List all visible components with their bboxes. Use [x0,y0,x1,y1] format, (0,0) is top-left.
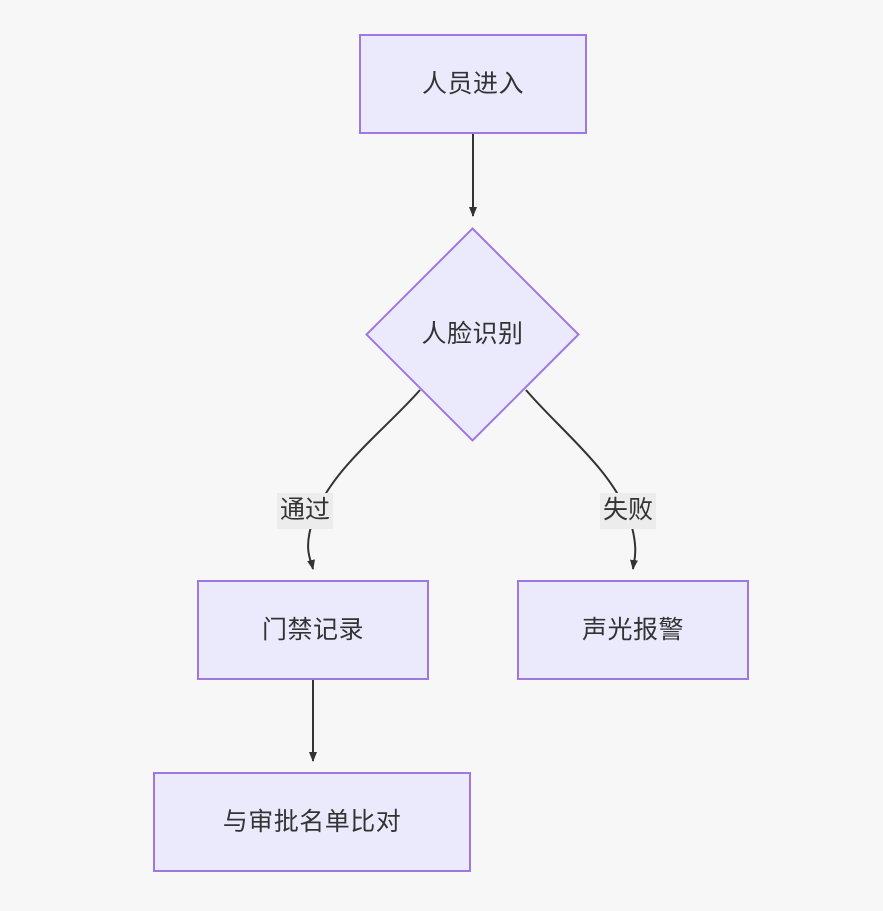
node-face-recognition[interactable]: 人脸识别 [365,227,580,442]
node-entry-label: 人员进入 [421,69,524,98]
node-compare-list[interactable]: 与审批名单比对 [153,772,471,872]
node-access-record[interactable]: 门禁记录 [197,580,429,680]
node-alarm-label: 声光报警 [581,615,684,644]
node-face-recognition-label: 人脸识别 [421,320,524,348]
node-compare-list-label: 与审批名单比对 [222,807,402,836]
diamond-shape-icon [365,227,580,442]
node-entry[interactable]: 人员进入 [359,34,587,134]
node-alarm[interactable]: 声光报警 [517,580,749,680]
node-face-recognition-label-wrap: 人脸识别 [365,227,580,442]
edge-label-pass: 通过 [277,493,334,529]
edge-label-fail: 失败 [600,493,657,529]
node-access-record-label: 门禁记录 [261,615,364,644]
